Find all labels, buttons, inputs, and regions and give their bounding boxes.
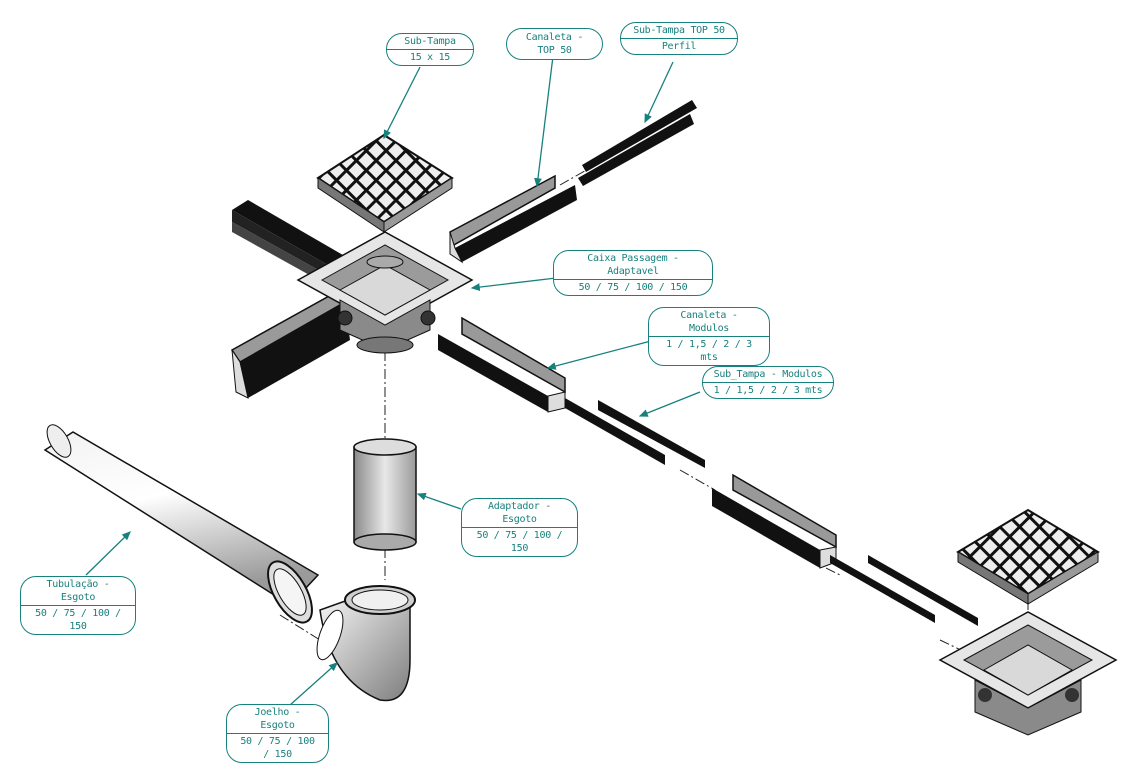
callout-caixa-passagem: Caixa Passagem - Adaptavel 50 / 75 / 100… bbox=[553, 250, 713, 296]
callout-label: Joelho - Esgoto bbox=[254, 707, 301, 731]
subcover-top50-profile bbox=[578, 100, 697, 186]
channel-top50 bbox=[449, 174, 577, 264]
callout-label: Canaleta - TOP 50 bbox=[525, 32, 584, 56]
callout-canaleta-top50: Canaleta - TOP 50 bbox=[506, 28, 603, 60]
callout-label: Tubulação - Esgoto bbox=[46, 579, 110, 603]
channel-front-left bbox=[230, 288, 350, 399]
grate-15x15 bbox=[316, 133, 454, 233]
elbow-fitting bbox=[316, 585, 416, 702]
callout-joelho-esgoto: Joelho - Esgoto 50 / 75 / 100 / 150 bbox=[226, 704, 329, 763]
callout-label: Canaleta - Modulos bbox=[680, 310, 738, 334]
callout-adaptador-esgoto: Adaptador - Esgoto 50 / 75 / 100 / 150 bbox=[461, 498, 578, 557]
callout-sublabel: 1 / 1,5 / 2 / 3 mts bbox=[703, 382, 833, 398]
sewage-pipe bbox=[43, 424, 320, 624]
callout-sublabel: 50 / 75 / 100 / 150 bbox=[554, 279, 712, 295]
callout-sub-tampa-modulos: Sub_Tampa - Modulos 1 / 1,5 / 2 / 3 mts bbox=[702, 366, 834, 399]
adapter-cylinder bbox=[353, 438, 417, 551]
callout-sub-tampa-top50: Sub-Tampa TOP 50 Perfil bbox=[620, 22, 738, 55]
callout-label: Sub-Tampa bbox=[404, 36, 456, 47]
junction-box-center bbox=[296, 231, 474, 354]
callout-label: Sub_Tampa - Modulos bbox=[713, 369, 823, 380]
callout-label: Sub-Tampa TOP 50 bbox=[633, 25, 725, 36]
callout-canaleta-modulos: Canaleta - Modulos 1 / 1,5 / 2 / 3 mts bbox=[648, 307, 770, 366]
callout-sublabel: 50 / 75 / 100 / 150 bbox=[462, 527, 577, 556]
callout-tubulacao-esgoto: Tubulação - Esgoto 50 / 75 / 100 / 150 bbox=[20, 576, 136, 635]
callout-sublabel: 15 x 15 bbox=[387, 49, 473, 65]
callout-label: Caixa Passagem - Adaptavel bbox=[587, 253, 679, 277]
callout-label: Adaptador - Esgoto bbox=[488, 501, 551, 525]
grate-right bbox=[956, 508, 1100, 605]
channel-modules-1 bbox=[438, 316, 566, 413]
callout-sub-tampa-15x15: Sub-Tampa 15 x 15 bbox=[386, 33, 474, 66]
callout-sublabel: 50 / 75 / 100 / 150 bbox=[227, 733, 328, 762]
junction-box-right bbox=[938, 611, 1118, 736]
subcover-modules bbox=[565, 398, 705, 468]
callout-sublabel: 50 / 75 / 100 / 150 bbox=[21, 605, 135, 634]
channel-modules-2 bbox=[712, 473, 837, 569]
callout-sublabel: 1 / 1,5 / 2 / 3 mts bbox=[649, 336, 769, 365]
subcover-modules-2 bbox=[830, 555, 978, 626]
leader-lines bbox=[85, 47, 701, 706]
callout-sublabel: Perfil bbox=[621, 38, 737, 54]
